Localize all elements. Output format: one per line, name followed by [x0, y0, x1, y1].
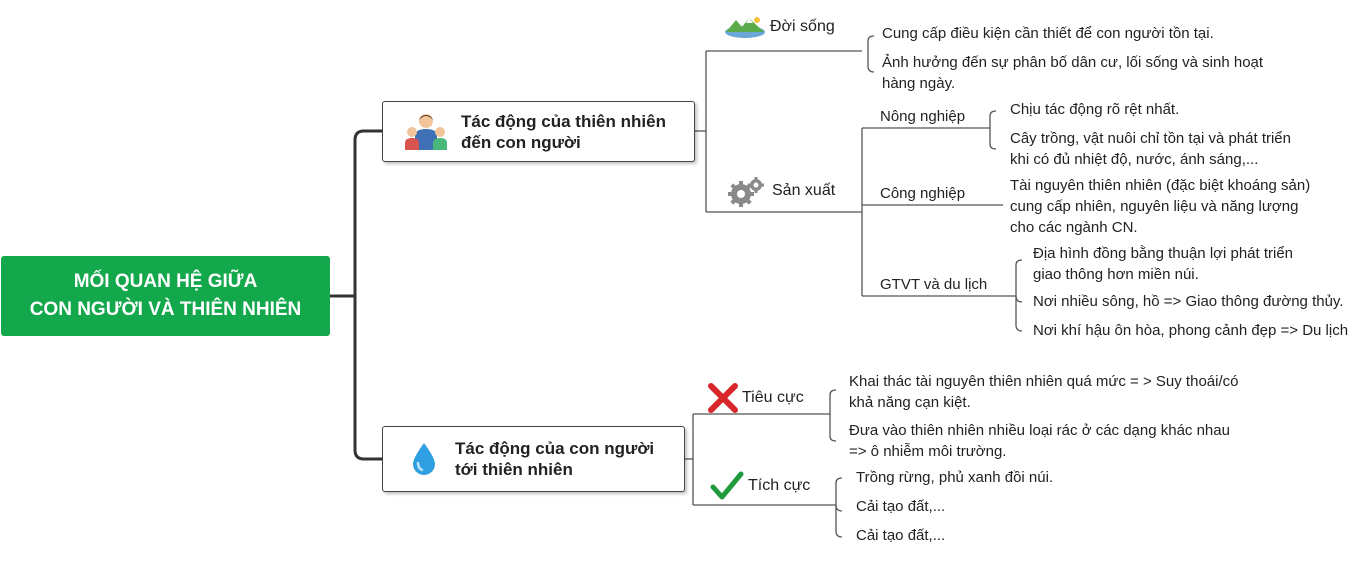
branch2-topic[interactable]: Tác động của con người tới thiên nhiên: [382, 426, 685, 492]
root-line-1: MỐI QUAN HỆ GIỮA: [73, 271, 258, 292]
tieu-cuc-item-1: Khai thác tài nguyên thiên nhiên quá mức…: [849, 373, 1239, 411]
branch1-title-line-2: đến con người: [461, 132, 581, 152]
tich-cuc-tick-1: [835, 477, 843, 484]
tich-cuc-tick-3: [835, 530, 843, 538]
red-cross-icon: [708, 383, 738, 413]
tieu-cuc-item-2: Đưa vào thiên nhiên nhiều loại rác ở các…: [849, 422, 1230, 460]
gtvt-item-3: Nơi khí hậu ôn hòa, phong cảnh đẹp => Du…: [1033, 322, 1349, 339]
tich-cuc-item-3: Cải tạo đất,...: [856, 527, 946, 544]
root-line-2: CON NGƯỜI VÀ THIÊN NHIÊN: [29, 299, 302, 320]
nong-nghiep-item-1: Chịu tác động rõ rệt nhất.: [1010, 101, 1180, 118]
doi-song-label[interactable]: Đời sống: [770, 18, 835, 35]
gtvt-tick-3: [1015, 324, 1023, 332]
trunk-connector: [353, 129, 382, 461]
doi-song-item-1: Cung cấp điều kiện cần thiết để con ngườ…: [882, 25, 1214, 42]
tich-cuc-tick-2: [835, 504, 843, 512]
cong-nghiep-label[interactable]: Công nghiệp: [880, 185, 966, 202]
gtvt-item-1: Địa hình đồng bằng thuận lợi phát triển …: [1033, 245, 1294, 283]
landscape-icon: [725, 17, 765, 38]
nong-nghiep-label[interactable]: Nông nghiệp: [880, 108, 966, 125]
nong-nghiep-tick-2: [989, 143, 997, 150]
nong-nghiep-item-2: Cây trồng, vật nuôi chỉ tồn tại và phát …: [1010, 130, 1291, 168]
branch1-topic[interactable]: Tác động của thiên nhiên đến con người: [382, 101, 695, 162]
cong-nghiep-item-1: Tài nguyên thiên nhiên (đặc biệt khoáng …: [1010, 177, 1311, 236]
nong-nghiep-tick-1: [989, 110, 997, 117]
tich-cuc-item-2: Cải tạo đất,...: [856, 498, 946, 515]
branch2-title-line-2: tới thiên nhiên: [455, 460, 573, 479]
gtvt-label[interactable]: GTVT và du lịch: [880, 276, 988, 293]
tich-cuc-label[interactable]: Tích cực: [748, 477, 811, 494]
doi-song-tick-1: [867, 35, 875, 42]
gtvt-tick-2: [1015, 295, 1023, 303]
green-check-icon: [710, 471, 744, 500]
gtvt-tick-1: [1015, 259, 1023, 266]
people-icon: [405, 113, 447, 150]
root-topic[interactable]: MỐI QUAN HỆ GIỮA CON NGƯỜI VÀ THIÊN NHIÊ…: [1, 256, 330, 336]
doi-song-tick-2: [867, 65, 875, 73]
branch1-title-line-1: Tác động của thiên nhiên: [461, 111, 666, 131]
water-drop-icon: [413, 443, 435, 475]
doi-song-item-2: Ảnh hưởng đến sự phân bố dân cư, lối sốn…: [882, 54, 1264, 92]
branch2-title-line-1: Tác động của con người: [455, 439, 655, 458]
tieu-cuc-tick-1: [829, 389, 837, 396]
tieu-cuc-label[interactable]: Tiêu cực: [742, 389, 804, 406]
san-xuat-label[interactable]: Sản xuất: [772, 182, 836, 199]
gtvt-item-2: Nơi nhiều sông, hồ => Giao thông đường t…: [1033, 293, 1344, 310]
tich-cuc-item-1: Trồng rừng, phủ xanh đồi núi.: [856, 469, 1054, 486]
tieu-cuc-tick-2: [829, 435, 837, 442]
gears-icon: [728, 177, 764, 207]
